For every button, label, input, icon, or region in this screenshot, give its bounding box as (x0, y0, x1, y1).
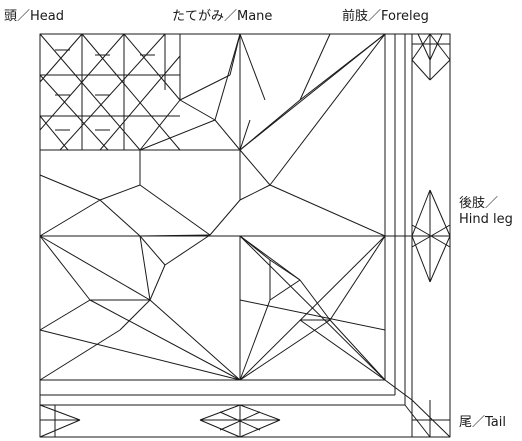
right-strips (385, 34, 450, 437)
lower-left-region (40, 236, 240, 380)
body-region (40, 34, 385, 265)
bottom-strips (40, 380, 450, 437)
mane-region (140, 34, 385, 150)
lower-right-region (240, 236, 385, 380)
head-region (40, 34, 180, 150)
